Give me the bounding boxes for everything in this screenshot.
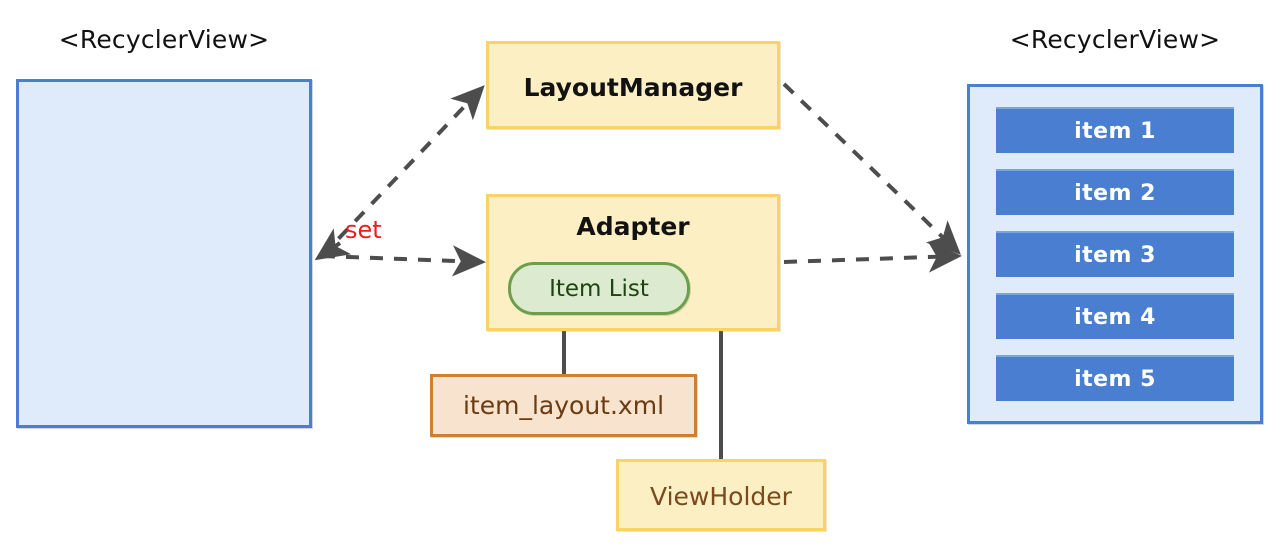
spellcheck-squiggle-icon [461, 420, 666, 426]
layoutmanager-label: LayoutManager [523, 73, 743, 102]
right-recyclerview-item-list: item 1 item 2 item 3 item 4 item 5 [970, 87, 1260, 421]
recyclerview-item-label: item 1 [1074, 118, 1156, 144]
edge-recyclerview-to-adapter [321, 245, 486, 277]
recyclerview-item-label: item 4 [1074, 304, 1156, 330]
item-list-pill[interactable]: Item List [508, 262, 690, 315]
item-layout-xml-label: item_layout.xml [463, 391, 664, 420]
edge-layoutmanager-to-recyclerview [782, 82, 961, 255]
adapter-label: Adapter [576, 212, 690, 241]
recyclerview-item[interactable]: item 1 [996, 107, 1234, 153]
right-recyclerview-box[interactable]: item 1 item 2 item 3 item 4 item 5 [967, 84, 1263, 424]
recyclerview-item[interactable]: item 4 [996, 293, 1234, 339]
layoutmanager-box[interactable]: LayoutManager [486, 41, 780, 129]
recyclerview-item[interactable]: item 5 [996, 355, 1234, 401]
edge-junction-tail [314, 228, 352, 261]
recyclerview-item[interactable]: item 2 [996, 169, 1234, 215]
item-layout-xml-box[interactable]: item_layout.xml [430, 374, 697, 437]
item-list-label: Item List [549, 275, 649, 302]
viewholder-box[interactable]: ViewHolder [616, 459, 826, 531]
left-recyclerview-label: <RecyclerView> [58, 25, 270, 54]
recyclerview-item[interactable]: item 3 [996, 231, 1234, 277]
item-layout-xml-text: item_layout.xml [462, 391, 665, 420]
viewholder-label: ViewHolder [650, 482, 792, 511]
recyclerview-item-label: item 2 [1074, 180, 1156, 206]
recyclerview-item-label: item 3 [1074, 242, 1156, 268]
left-recyclerview-box[interactable] [16, 79, 312, 428]
recyclerview-item-label: item 5 [1074, 366, 1156, 392]
edge-adapter-to-recyclerview [783, 241, 962, 273]
edge-label-set: set [345, 216, 382, 244]
right-recyclerview-label: <RecyclerView> [1009, 25, 1221, 54]
